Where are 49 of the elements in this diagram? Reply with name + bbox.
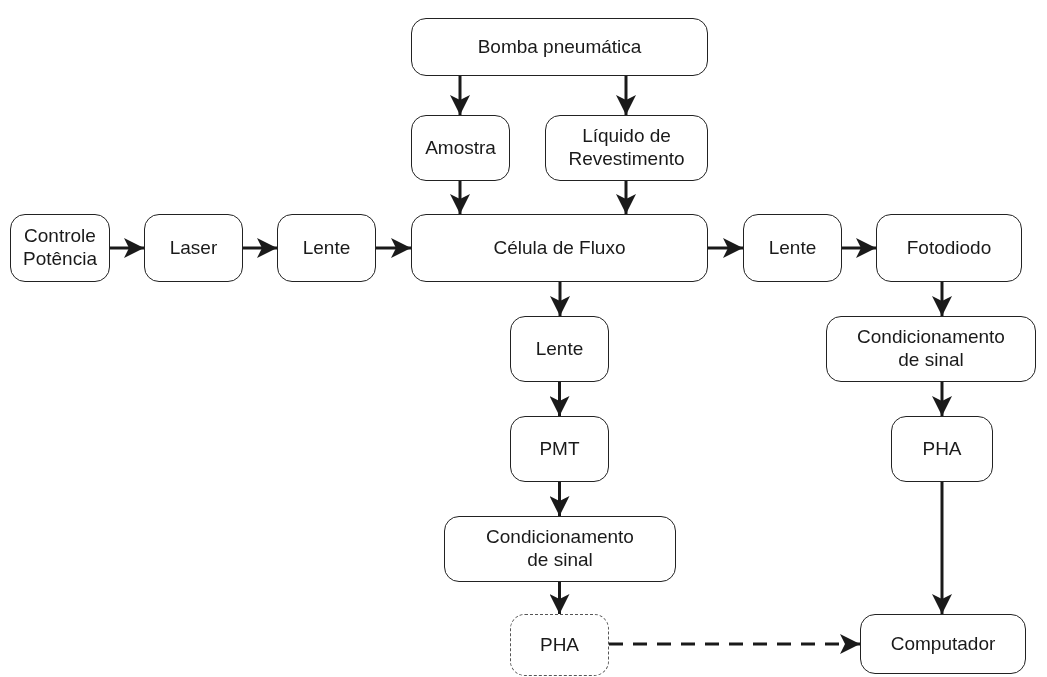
arrow (549, 482, 570, 516)
dashed-process-box (510, 614, 609, 676)
arrow (932, 482, 952, 614)
box-label: Célula de Fluxo (493, 236, 626, 260)
arrow (932, 282, 952, 316)
arrow (376, 238, 411, 258)
box-label: Controle Potência (22, 225, 98, 271)
box-label: Computador (890, 632, 996, 656)
arrow (549, 382, 570, 416)
process-box (876, 214, 1022, 282)
arrow (932, 382, 952, 416)
arrow (708, 238, 743, 258)
box-label: Líquido de Revestimento (567, 125, 686, 171)
process-box (411, 214, 708, 282)
process-box (411, 115, 510, 181)
process-box (411, 18, 708, 76)
box-label: Fotodiodo (906, 236, 992, 260)
box-label: PHA (922, 437, 962, 461)
arrow (243, 238, 277, 258)
process-box (891, 416, 993, 482)
box-label: Condicionamento de sinal (856, 326, 1006, 372)
process-box (444, 516, 676, 582)
box-label: Lente (535, 337, 584, 361)
arrow (450, 76, 470, 115)
box-label: Condicionamento de sinal (485, 526, 635, 572)
process-box (277, 214, 376, 282)
box-label: Lente (768, 236, 817, 260)
arrow (550, 282, 570, 316)
arrow (616, 181, 636, 214)
box-label: PHA (539, 633, 580, 657)
box-label: PMT (539, 437, 580, 461)
process-box (743, 214, 842, 282)
arrow (616, 76, 636, 115)
box-label: Lente (302, 236, 351, 260)
arrow (842, 238, 876, 258)
arrow (609, 634, 860, 654)
arrow (110, 238, 144, 258)
process-box (144, 214, 243, 282)
box-label: Amostra (425, 136, 496, 160)
arrow (450, 181, 470, 214)
process-box (860, 614, 1026, 674)
process-box (510, 416, 609, 482)
arrow (549, 582, 570, 614)
process-box (10, 214, 110, 282)
process-box (545, 115, 708, 181)
box-label: Bomba pneumática (477, 35, 642, 59)
process-box (510, 316, 609, 382)
process-box (826, 316, 1036, 382)
box-label: Laser (169, 236, 218, 260)
